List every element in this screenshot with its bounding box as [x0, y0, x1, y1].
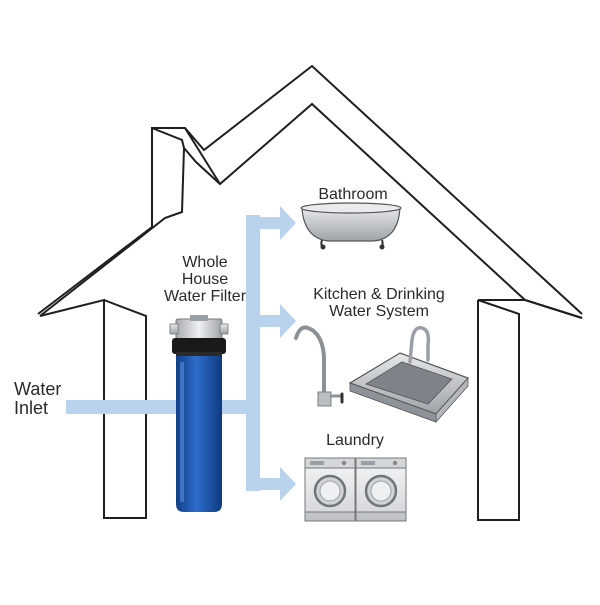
water-inlet-label-line-1: Water	[14, 379, 62, 399]
bathtub-icon	[300, 202, 402, 250]
kitchen-label: Kitchen & Drinking Water System	[296, 286, 462, 321]
arrow-to-laundry-head	[280, 467, 296, 501]
kitchen-label-line-2: Water System	[329, 302, 429, 320]
chimney-line	[151, 127, 221, 185]
right-wall	[477, 299, 583, 521]
arrow-to-kitchen-head	[280, 304, 296, 338]
arrow-to-bathroom-shaft	[258, 217, 282, 229]
kitchen-label-line-1: Kitchen & Drinking	[313, 286, 445, 303]
left-wall	[39, 298, 147, 519]
filter-label-line-3: Water Filter	[163, 287, 247, 305]
water-inlet-label-line-2: Inlet	[14, 397, 49, 418]
arrow-to-kitchen-shaft	[258, 315, 282, 327]
arrow-to-laundry-shaft	[258, 478, 282, 490]
laundry-label: Laundry	[326, 432, 384, 449]
kitchen-sink-icon	[348, 326, 470, 424]
filter-label-line-2: House	[181, 270, 229, 288]
water-filter-icon	[169, 315, 229, 512]
arrow-to-bathroom-head	[280, 206, 296, 240]
filter-label-line-1: Whole	[182, 254, 228, 271]
drinking-faucet-icon	[294, 325, 344, 407]
house-outline	[37, 64, 583, 521]
filter-label: Whole House Water Filter	[140, 254, 270, 305]
roof-inner-line	[39, 102, 583, 319]
water-inlet-label: Water Inlet	[14, 380, 61, 418]
bathroom-label: Bathroom	[318, 186, 388, 203]
washer-left	[304, 457, 356, 522]
washer-right	[355, 457, 407, 522]
washing-machine-icon	[304, 457, 407, 522]
vertical-manifold	[246, 215, 260, 491]
